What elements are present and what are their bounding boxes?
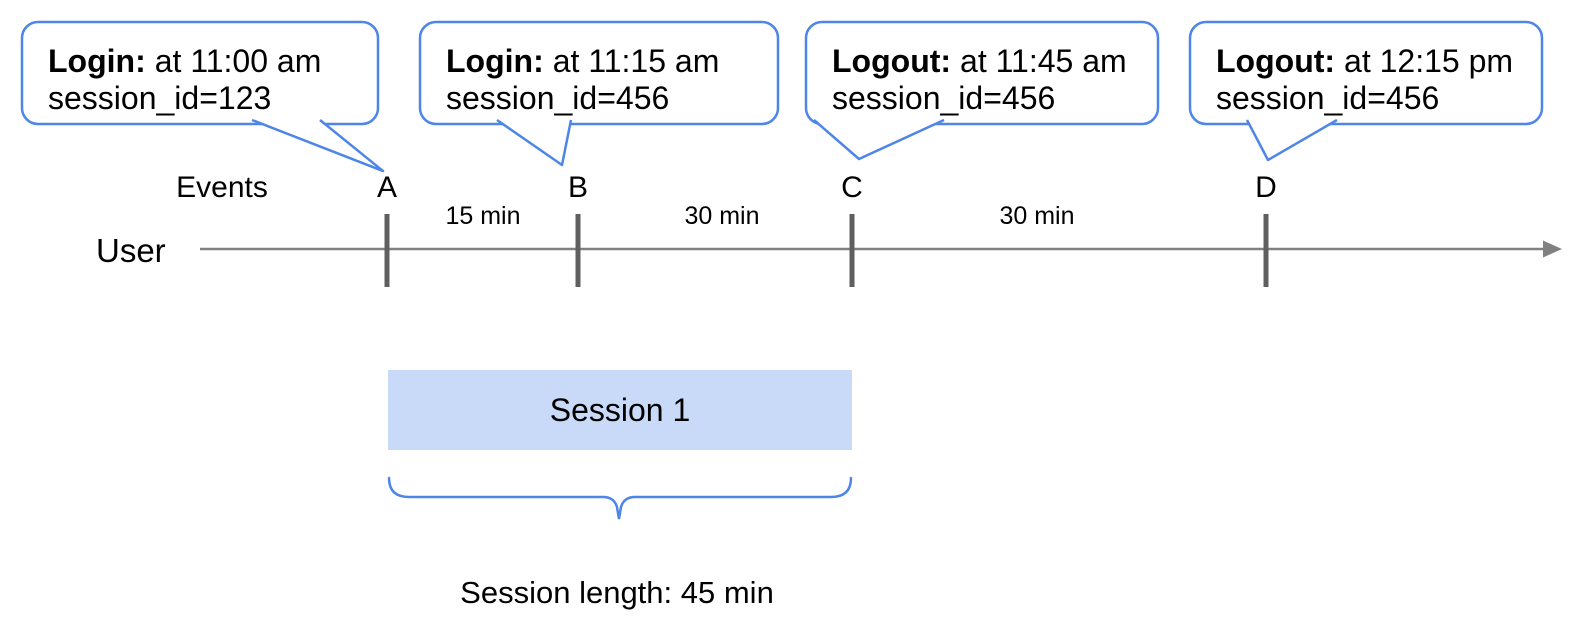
callout-bubble-a-frame — [20, 20, 380, 126]
session-box-label: Session 1 — [550, 392, 691, 428]
callout-tail-b — [496, 118, 573, 167]
event-session-c: session_id=456 — [832, 80, 1055, 116]
callout-text-c-line1: Logout:at 11:45 am — [832, 43, 1127, 79]
session-length-label: Session length: 45 min — [460, 575, 774, 610]
event-letter-c: C — [841, 171, 863, 204]
callout-tail-c — [813, 118, 945, 161]
event-type-d: Logout: — [1216, 43, 1335, 79]
callout-bubble-logout-d: Logout:at 12:15 pm session_id=456 — [1188, 20, 1544, 162]
event-session-a: session_id=123 — [48, 80, 271, 116]
event-type-a: Login: — [48, 43, 146, 79]
user-row-label: User — [96, 232, 166, 269]
event-type-c: Logout: — [832, 43, 951, 79]
events-axis-label: Events — [176, 171, 268, 204]
session-box — [388, 370, 852, 450]
callout-bubble-logout-c: Logout:at 11:45 am session_id=456 — [804, 20, 1160, 161]
callout-bubble-login-a: Login:at 11:00 am session_id=123 — [20, 20, 385, 173]
event-session-b: session_id=456 — [446, 80, 669, 116]
event-type-b: Login: — [446, 43, 544, 79]
callout-tail-a — [251, 118, 385, 173]
interval-label-b-c: 30 min — [684, 202, 759, 230]
callout-text-b-line1: Login:at 11:15 am — [446, 43, 719, 79]
callout-bubble-c-frame — [804, 20, 1160, 126]
event-letter-b: B — [568, 171, 588, 204]
callout-tail-d — [1245, 118, 1338, 162]
event-time-d: at 12:15 pm — [1344, 43, 1513, 79]
event-session-d: session_id=456 — [1216, 80, 1439, 116]
event-letter-a: A — [377, 171, 397, 204]
session-brace-icon — [387, 476, 853, 520]
timeline-arrowhead-icon — [1543, 240, 1562, 258]
session-span: Session 1 Session length: 45 min — [387, 370, 853, 610]
callout-text-a-line1: Login:at 11:00 am — [48, 43, 321, 79]
callout-bubble-login-b: Login:at 11:15 am session_id=456 — [418, 20, 780, 167]
callout-bubble-d-frame — [1188, 20, 1544, 126]
interval-label-a-b: 15 min — [445, 202, 520, 230]
interval-label-c-d: 30 min — [999, 202, 1074, 230]
callout-text-d-line1: Logout:at 12:15 pm — [1216, 43, 1513, 79]
timeline-axis — [200, 214, 1562, 287]
event-time-b: at 11:15 am — [553, 43, 720, 79]
callout-bubble-b-frame — [418, 20, 780, 126]
event-time-c: at 11:45 am — [960, 43, 1127, 79]
event-time-a: at 11:00 am — [155, 43, 322, 79]
event-letter-d: D — [1255, 171, 1277, 204]
